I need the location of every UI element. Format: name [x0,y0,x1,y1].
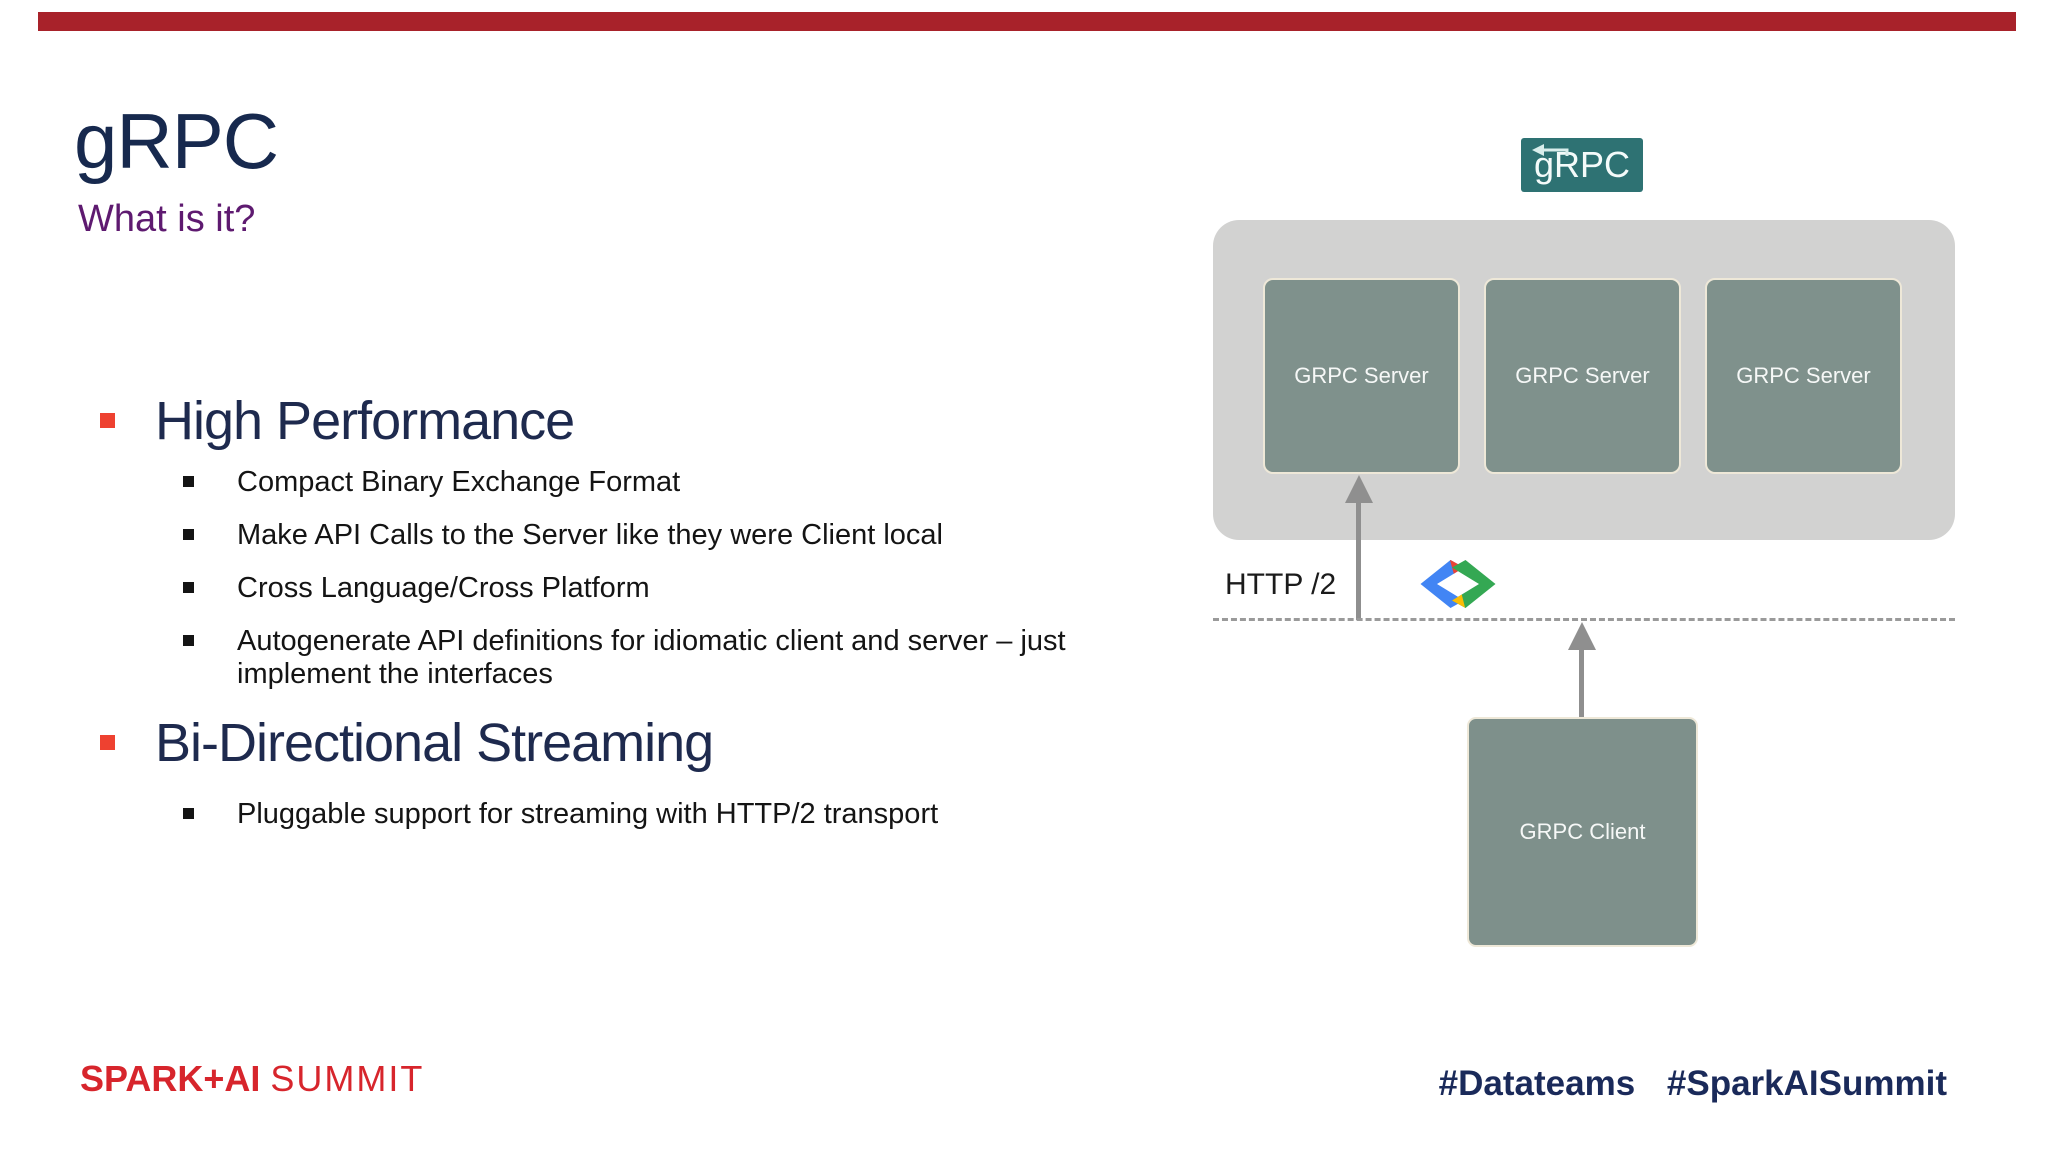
brand-primary: SPARK+AI [80,1058,261,1099]
list-item: Pluggable support for streaming with HTT… [183,798,1083,831]
page-title: gRPC [74,97,279,185]
client-to-server-arrow-line [1356,500,1361,620]
red-square-bullet-icon [100,735,115,750]
bullet-heading-bidirectional-streaming: Bi-Directional Streaming [100,712,714,774]
grpc-server-node: GRPC Server [1705,278,1902,474]
http2-label: HTTP /2 [1225,568,1337,601]
bullet-heading-label: High Performance [155,391,575,451]
bullet-heading-label: Bi-Directional Streaming [155,713,714,773]
grpc-client-node: GRPC Client [1467,717,1698,947]
black-square-bullet-icon [183,529,194,540]
hashtags: #Datateams #SparkAISummit [1439,1064,1947,1104]
list-item-text: Pluggable support for streaming with HTT… [237,798,939,830]
left-arrow-icon [1532,144,1569,156]
grpc-logo: gRPC [1521,138,1643,192]
server-label: GRPC Server [1294,363,1429,388]
grpc-server-node: GRPC Server [1484,278,1681,474]
grpc-server-node: GRPC Server [1263,278,1460,474]
sub-bullet-list-1: Compact Binary Exchange Format Make API … [183,466,1083,711]
red-square-bullet-icon [100,413,115,428]
server-label: GRPC Server [1736,363,1871,388]
top-accent-bar [38,12,2016,31]
server-group-container: GRPC Server GRPC Server GRPC Server [1213,220,1955,540]
network-boundary-dashed-line [1213,618,1955,621]
list-item-text: Make API Calls to the Server like they w… [237,519,943,551]
black-square-bullet-icon [183,635,194,646]
arrow-up-icon [1568,622,1596,650]
hashtag-sparkaisummit: #SparkAISummit [1666,1064,1947,1103]
list-item: Autogenerate API definitions for idiomat… [183,625,1083,691]
page-subtitle: What is it? [78,198,256,240]
bullet-heading-high-performance: High Performance [100,390,575,452]
black-square-bullet-icon [183,582,194,593]
black-square-bullet-icon [183,476,194,487]
list-item: Cross Language/Cross Platform [183,572,1083,605]
client-to-boundary-arrow-line [1579,647,1584,717]
sub-bullet-list-2: Pluggable support for streaming with HTT… [183,798,1083,851]
list-item: Make API Calls to the Server like they w… [183,519,1083,552]
list-item: Compact Binary Exchange Format [183,466,1083,499]
list-item-text: Compact Binary Exchange Format [237,466,681,498]
arrow-up-icon [1345,475,1373,503]
hashtag-datateams: #Datateams [1438,1064,1636,1103]
server-label: GRPC Server [1515,363,1650,388]
black-square-bullet-icon [183,808,194,819]
list-item-text: Autogenerate API definitions for idiomat… [237,625,1066,690]
brand-secondary: SUMMIT [270,1058,425,1099]
list-item-text: Cross Language/Cross Platform [237,572,650,604]
client-label: GRPC Client [1519,819,1646,844]
google-developers-icon [1420,560,1496,608]
